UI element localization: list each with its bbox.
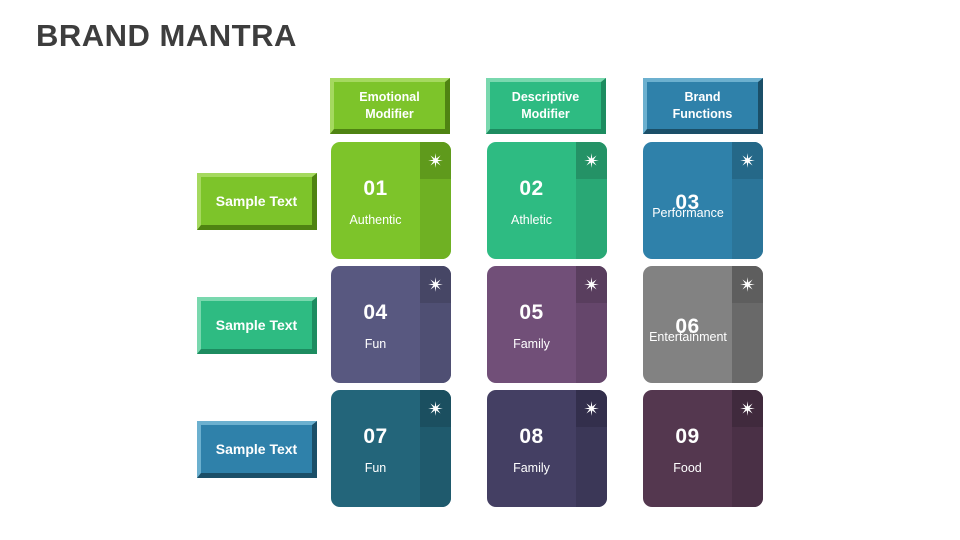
sparkle-icon [740,401,755,416]
card-icon-corner [732,266,763,303]
card-label: Performance [652,206,724,220]
card-icon-corner [576,266,607,303]
card-number: 01 [363,177,388,200]
column-header-label-line2: Modifier [365,106,414,121]
sparkle-icon [740,153,755,168]
card-icon-corner [732,142,763,179]
sparkle-icon [584,277,599,292]
card-label: Authentic [349,213,402,227]
column-header-label-line2: Modifier [521,106,570,121]
sparkle-icon [584,153,599,168]
card-number: 09 [675,425,700,448]
card-label: Athletic [511,213,552,227]
card-icon-corner [420,266,451,303]
sparkle-icon [584,401,599,416]
sample-text-button-1[interactable]: Sample Text [197,173,317,230]
column-header-label-line1: Emotional [359,89,420,104]
card-label: Fun [364,461,387,475]
card-label: Food [673,461,702,475]
card-label: Family [513,461,550,475]
card-icon-corner [420,142,451,179]
card-icon-corner [576,390,607,427]
card-icon-corner [732,390,763,427]
column-header-label-line1: Descriptive [511,89,580,104]
sample-text-button-label: Sample Text [215,193,298,209]
card-number: 07 [363,425,388,448]
sample-text-button-label: Sample Text [215,317,298,333]
sparkle-icon [428,153,443,168]
card-number: 05 [519,301,544,324]
column-header-label-line1: Brand [684,89,721,104]
card-number: 02 [519,177,544,200]
sparkle-icon [428,401,443,416]
sample-text-button-2[interactable]: Sample Text [197,297,317,354]
card-number: 06 [675,314,700,338]
sample-text-button-3[interactable]: Sample Text [197,421,317,478]
column-header-label-line2: Functions [672,106,733,121]
card-number: 03 [675,190,700,214]
card-label: Entertainment [649,330,727,344]
card-label: Family [513,337,550,351]
card-number: 04 [363,301,388,324]
sparkle-icon [428,277,443,292]
page-title: BRAND MANTRA [36,18,297,53]
sparkle-icon [740,277,755,292]
card-label: Fun [364,337,387,351]
card-icon-corner [576,142,607,179]
card-number: 08 [519,425,544,448]
card-icon-corner [420,390,451,427]
sample-text-button-label: Sample Text [215,441,298,457]
